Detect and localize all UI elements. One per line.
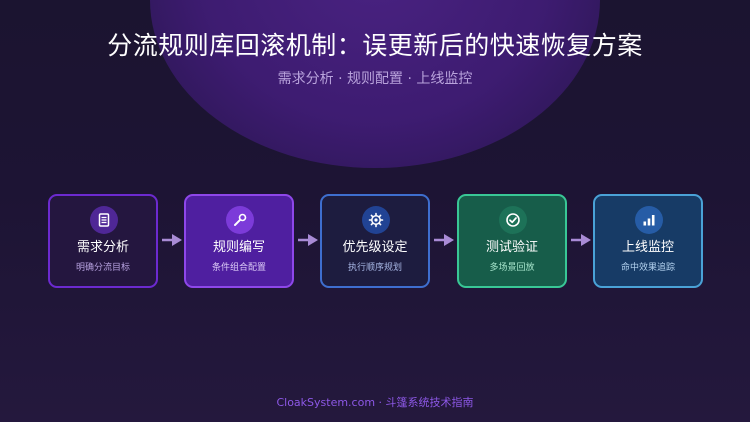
- step-title: 测试验证: [485, 240, 538, 255]
- step-card-priority: 优先级设定 执行顺序规划: [320, 194, 430, 288]
- gear-icon: [362, 206, 390, 234]
- step-card-rule-writing: 规则编写 条件组合配置: [184, 194, 294, 288]
- check-circle-icon: [499, 206, 527, 234]
- step-title: 优先级设定: [342, 240, 408, 255]
- flow-arrow: [161, 233, 183, 247]
- document-list-icon: [90, 206, 118, 234]
- flow-arrow: [433, 233, 455, 247]
- page-title: 分流规则库回滚机制：误更新后的快速恢复方案: [107, 31, 643, 60]
- step-card-monitoring: 上线监控 命中效果追踪: [593, 194, 703, 288]
- bar-chart-icon: [635, 206, 663, 234]
- step-title: 需求分析: [76, 240, 129, 255]
- step-description: 多场景回放: [489, 263, 535, 273]
- step-description: 条件组合配置: [211, 263, 266, 273]
- step-description: 执行顺序规划: [347, 263, 402, 273]
- step-title: 上线监控: [621, 240, 674, 255]
- page-subtitle: 需求分析 · 规则配置 · 上线监控: [277, 71, 473, 87]
- flow-arrow: [570, 233, 592, 247]
- flow-arrow: [297, 233, 319, 247]
- step-title: 规则编写: [212, 240, 265, 255]
- step-description: 明确分流目标: [75, 263, 130, 273]
- step-card-requirements: 需求分析 明确分流目标: [48, 194, 158, 288]
- step-description: 命中效果追踪: [620, 263, 675, 273]
- footer-credit: CloakSystem.com · 斗篷系统技术指南: [276, 396, 474, 409]
- wrench-icon: [226, 206, 254, 234]
- step-card-testing: 测试验证 多场景回放: [457, 194, 567, 288]
